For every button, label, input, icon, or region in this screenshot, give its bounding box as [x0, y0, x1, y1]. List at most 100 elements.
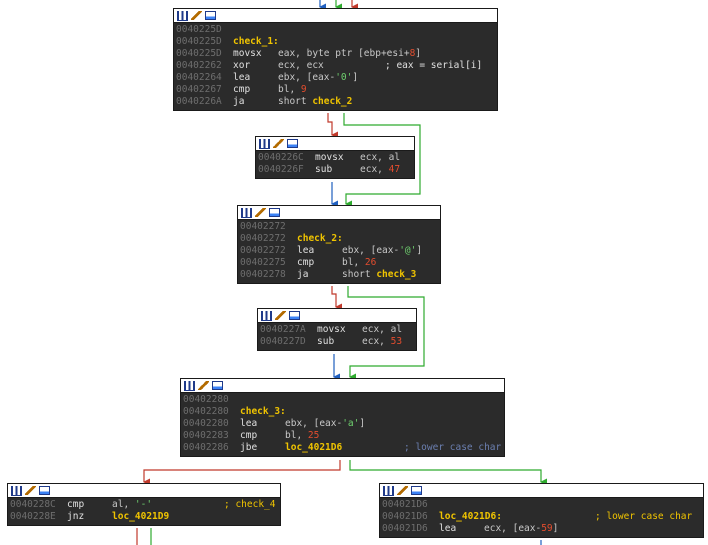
operand: short [278, 96, 313, 107]
operand: '@' [399, 245, 417, 256]
operand: ebx, [eax- [342, 245, 400, 256]
operand: eax, byte ptr [ebp+esi+ [278, 48, 410, 59]
jump-target-label[interactable]: loc_4021D9 [112, 511, 170, 522]
picture-icon[interactable] [205, 11, 216, 20]
picture-icon[interactable] [289, 311, 300, 320]
immediate-value: 47 [388, 164, 401, 175]
comment: ; check_4 [224, 499, 276, 510]
picture-icon[interactable] [269, 208, 280, 217]
picture-icon[interactable] [212, 381, 223, 390]
mnemonic: lea [240, 418, 258, 429]
mnemonic: movsx [315, 152, 344, 163]
immediate-value: 59 [541, 523, 553, 534]
address: 0040226A [176, 96, 222, 107]
graph-view-icon[interactable] [177, 10, 188, 21]
mnemonic: movsx [317, 324, 346, 335]
mnemonic: lea [439, 523, 457, 534]
asm-line[interactable]: 00402272 [240, 221, 437, 233]
address: 0040225D [176, 48, 222, 59]
edit-pencil-icon[interactable] [25, 486, 36, 495]
edge-check1-fallthrough [327, 113, 338, 139]
asm-line[interactable]: 00402280 [183, 394, 501, 406]
mnemonic: jnz [67, 511, 85, 522]
edit-pencil-icon[interactable] [275, 311, 286, 320]
graph-view-icon[interactable] [11, 485, 22, 496]
code-label[interactable]: check_1: [233, 36, 279, 47]
jump-target-label[interactable]: loc_4021D6 [285, 442, 343, 453]
picture-icon[interactable] [287, 139, 298, 148]
operand: '0' [335, 72, 353, 83]
operand: '-' [134, 499, 153, 510]
picture-icon[interactable] [411, 486, 422, 495]
graph-view-icon[interactable] [184, 380, 195, 391]
address: 0040227D [260, 336, 306, 347]
operand: ecx, al [360, 152, 401, 163]
graph-view-icon[interactable] [383, 485, 394, 496]
edit-pencil-icon[interactable] [191, 11, 202, 20]
operand: bl, [278, 84, 301, 95]
picture-icon[interactable] [39, 486, 50, 495]
address: 0040226C [258, 152, 304, 163]
operand: 'a' [342, 418, 360, 429]
operand: ecx, [362, 336, 391, 347]
mnemonic: ja [233, 96, 245, 107]
graph-view-icon[interactable] [241, 207, 252, 218]
address: 00402283 [183, 430, 229, 441]
graph-view-icon[interactable] [259, 138, 270, 149]
asm-line[interactable]: 004021D6 [382, 499, 700, 511]
mnemonic: ja [297, 269, 309, 280]
address: 0040225D [176, 24, 222, 35]
operand: ] [552, 523, 559, 534]
edit-pencil-icon[interactable] [198, 381, 209, 390]
edit-pencil-icon[interactable] [397, 486, 408, 495]
asm-line[interactable]: 0040226A ja short check_2 [176, 96, 494, 108]
immediate-value: 26 [364, 257, 377, 268]
asm-line[interactable]: 0040226C movsx ecx, al [258, 152, 411, 164]
asm-line[interactable]: 0040225D [176, 24, 494, 36]
jump-target-label[interactable]: check_3 [376, 269, 417, 280]
operand: bl, [285, 430, 308, 441]
operand: ecx, ecx [278, 60, 324, 71]
code-label[interactable]: check_2: [297, 233, 343, 244]
jump-target-label[interactable]: check_2 [312, 96, 353, 107]
code-label[interactable]: check_3: [240, 406, 286, 417]
code-label[interactable]: loc_4021D6: [439, 511, 502, 522]
edit-pencil-icon[interactable] [255, 208, 266, 217]
operand: ] [359, 418, 366, 429]
graph-view-icon[interactable] [261, 310, 272, 321]
address: 00402264 [176, 72, 222, 83]
edit-pencil-icon[interactable] [273, 139, 284, 148]
operand: ecx, [eax- [484, 523, 542, 534]
